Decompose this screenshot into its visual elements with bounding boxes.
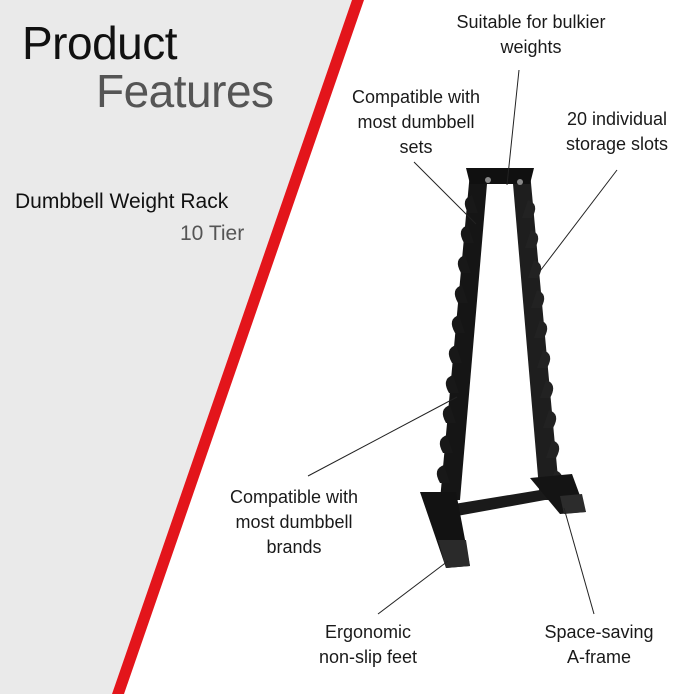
callout-slots: 20 individual storage slots: [548, 107, 679, 157]
callout-brands-line-1: Compatible with: [229, 487, 359, 507]
callout-sets-line-3: sets: [399, 137, 433, 157]
callout-brands-line-2: most dumbbell: [235, 512, 353, 532]
callout-brands: Compatible with most dumbbell brands: [212, 485, 376, 560]
rack-bolt-top-left: [485, 177, 491, 183]
title-line-2: Features: [96, 65, 274, 117]
product-name: Dumbbell Weight Rack: [15, 190, 229, 213]
dumbbell-rack-illustration: [420, 168, 586, 568]
grey-panel: [0, 0, 352, 694]
callout-leader-lines: [307, 69, 618, 615]
callout-feet-line-2: non-slip feet: [318, 647, 418, 667]
rack-bolt-top-right: [517, 179, 523, 185]
leader-feet: [377, 560, 449, 615]
callout-bulkier-line-1: Suitable for bulkier: [456, 12, 606, 32]
callout-frame-line-1: Space-saving: [544, 622, 654, 642]
rack-left-foot-cap: [438, 540, 470, 568]
leader-slots: [536, 169, 618, 276]
title-line-1: Product: [22, 17, 178, 69]
leader-brands: [307, 396, 458, 477]
rack-left-hooks: [436, 195, 478, 483]
callout-bulkier-line-2: weights: [500, 37, 562, 57]
red-diagonal-stripe: [112, 0, 364, 694]
callout-brands-line-3: brands: [266, 537, 322, 557]
callout-feet: Ergonomic non-slip feet: [298, 620, 438, 670]
leader-sets: [413, 161, 477, 225]
callout-feet-line-1: Ergonomic: [324, 622, 412, 642]
product-variant: 10 Tier: [180, 222, 245, 245]
callout-sets-line-1: Compatible with: [351, 87, 481, 107]
rack-top-cap: [466, 168, 534, 184]
callout-frame: Space-saving A-frame: [528, 620, 670, 670]
callout-sets: Compatible with most dumbbell sets: [334, 85, 498, 160]
rack-right-hooks: [522, 200, 563, 488]
callout-frame-line-2: A-frame: [566, 647, 631, 667]
rack-cross-bar: [442, 488, 556, 518]
leader-bulkier: [506, 69, 520, 186]
callout-bulkier: Suitable for bulkier weights: [436, 10, 626, 60]
callout-slots-line-1: 20 individual: [566, 109, 668, 129]
rack-right-foot-cap: [560, 494, 586, 514]
callout-sets-line-2: most dumbbell: [357, 112, 475, 132]
callout-slots-line-2: storage slots: [565, 134, 669, 154]
leader-frame: [563, 507, 595, 615]
